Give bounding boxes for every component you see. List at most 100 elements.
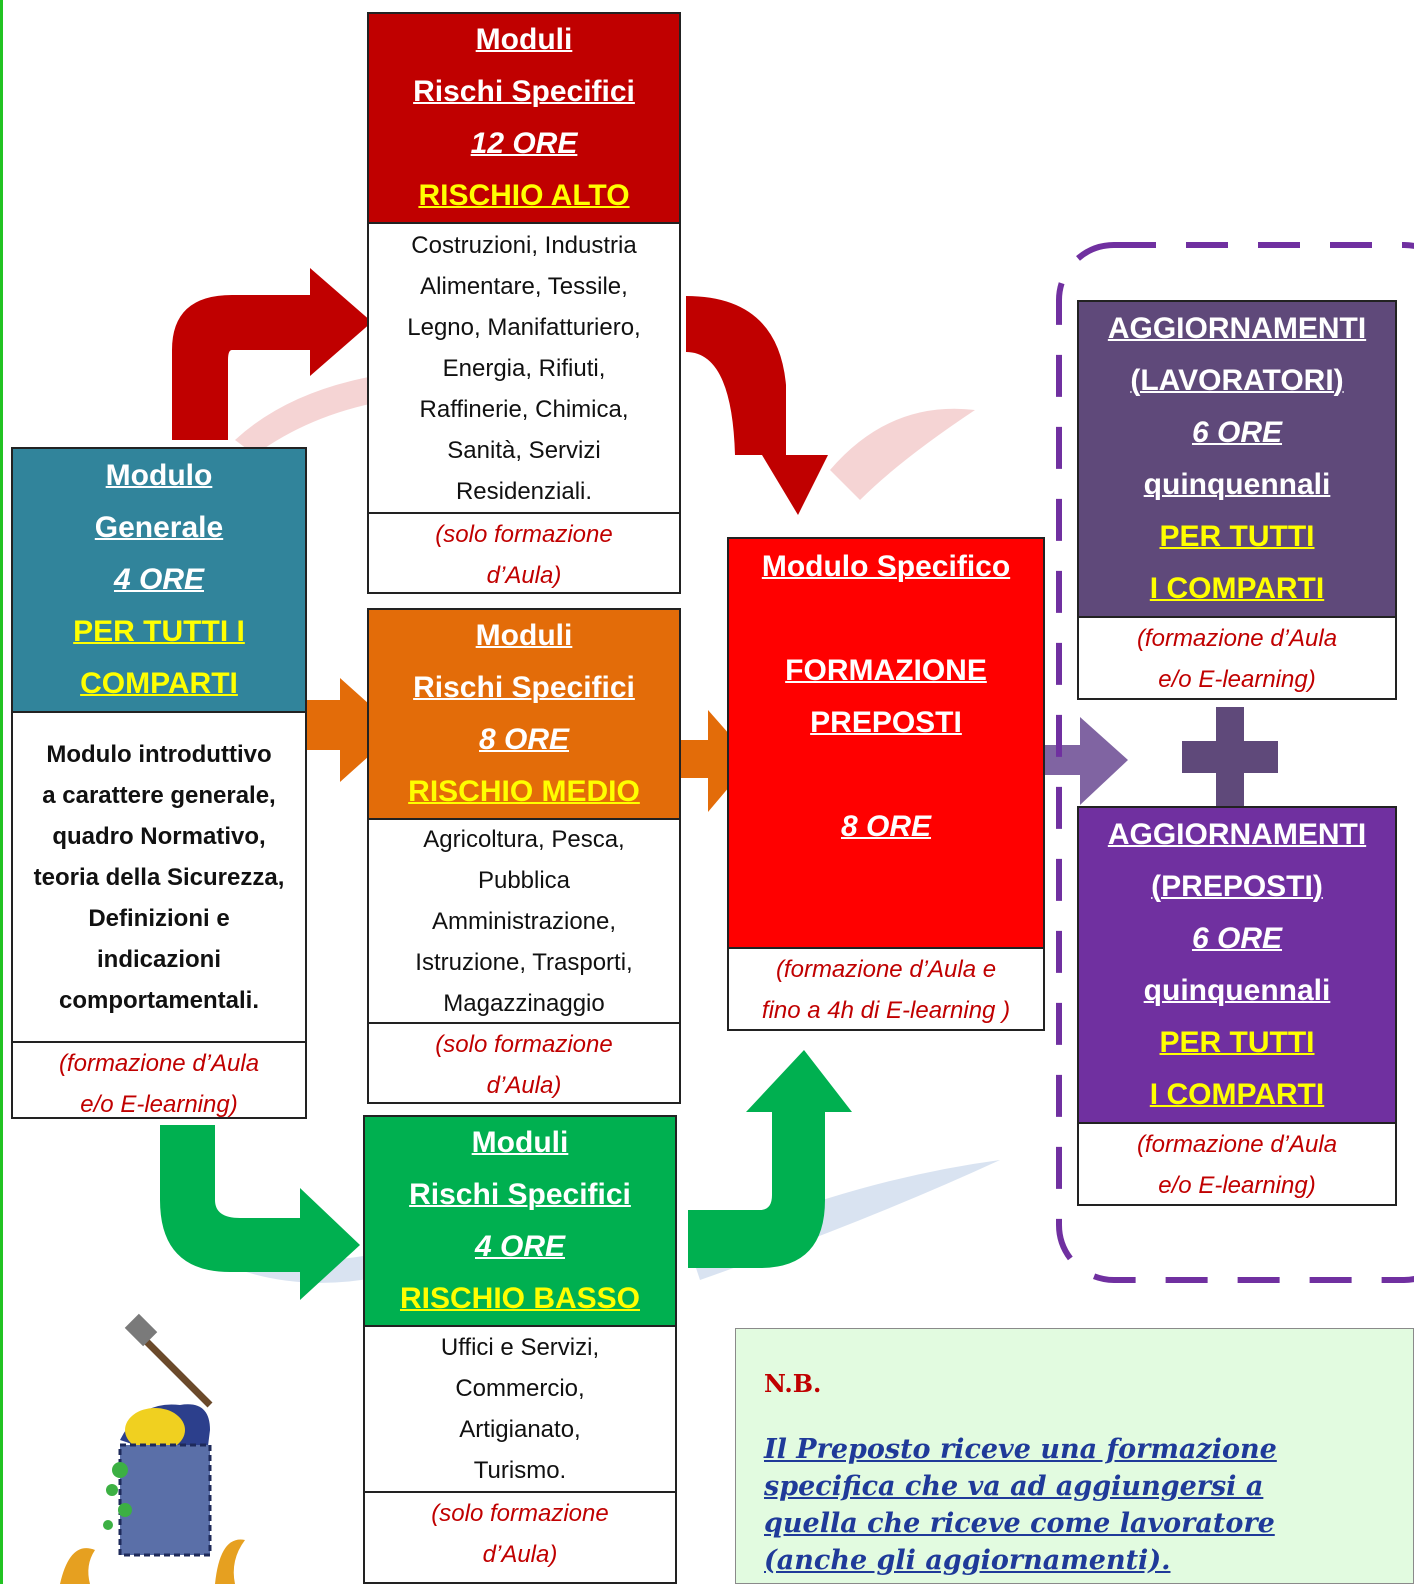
updates-workers-sub: (LAVORATORI) xyxy=(1130,364,1344,397)
medium-desc-line: Agricoltura, Pesca, xyxy=(423,825,625,853)
updates-workers-scope-1: PER TUTTI xyxy=(1159,520,1315,553)
high-desc-line: Alimentare, Tessile, xyxy=(420,272,628,300)
medium-title-1: Moduli xyxy=(475,619,573,652)
general-title-1: Modulo xyxy=(105,459,213,492)
updates-preposti-scope-2: I COMPARTI xyxy=(1149,1078,1325,1111)
general-desc-line: indicazioni xyxy=(96,945,221,973)
updates-dashed-frame xyxy=(1056,242,1414,1283)
updates-preposti-box: AGGIORNAMENTI (PREPOSTI) 6 ORE quinquenn… xyxy=(1077,806,1397,1206)
low-hours: 4 ORE xyxy=(474,1230,566,1263)
low-level: RISCHIO BASSO xyxy=(399,1282,641,1315)
nb-text: Il Preposto riceve una formazione specif… xyxy=(764,1434,1277,1576)
general-note-line: e/o E-learning) xyxy=(80,1091,238,1118)
general-desc-line: quadro Normativo, xyxy=(52,822,266,850)
general-description: Modulo introduttivo a carattere generale… xyxy=(13,711,305,1041)
updates-workers-scope-2: I COMPARTI xyxy=(1149,572,1325,605)
high-risk-description: Costruzioni, Industria Alimentare, Tessi… xyxy=(369,222,679,512)
low-risk-description: Uffici e Servizi, Commercio, Artigianato… xyxy=(365,1325,675,1491)
medium-note-line: (solo formazione xyxy=(435,1031,613,1058)
page-left-rule xyxy=(0,0,3,1584)
high-desc-line: Costruzioni, Industria xyxy=(411,231,637,259)
medium-level: RISCHIO MEDIO xyxy=(408,775,640,808)
preposti-note-line: fino a 4h di E-learning ) xyxy=(761,997,1011,1024)
general-hours: 4 ORE xyxy=(113,563,205,596)
updates-preposti-note-line: e/o E-learning) xyxy=(1158,1172,1316,1199)
general-note-line: (formazione d’Aula xyxy=(58,1050,260,1077)
arrow-low-to-preposti xyxy=(688,1050,852,1268)
general-desc-line: a carattere generale, xyxy=(42,781,276,809)
medium-risk-description: Agricoltura, Pesca, Pubblica Amministraz… xyxy=(369,818,679,1022)
high-desc-line: Sanità, Servizi xyxy=(447,436,601,464)
medium-note-line: d’Aula) xyxy=(486,1072,562,1099)
low-risk-module-box: Moduli Rischi Specifici 4 ORE RISCHIO BA… xyxy=(363,1115,677,1584)
nb-title: N.B. xyxy=(764,1369,822,1398)
general-desc-line: Modulo introduttivo xyxy=(46,740,272,768)
arrow-to-low-risk xyxy=(160,1125,360,1300)
low-risk-note: (solo formazione d’Aula) xyxy=(365,1491,675,1575)
high-note-line: d’Aula) xyxy=(486,562,562,589)
nb-note-box: N.B. Il Preposto riceve una formazione s… xyxy=(735,1328,1414,1584)
medium-risk-module-box: Moduli Rischi Specifici 8 ORE RISCHIO ME… xyxy=(367,608,681,1104)
preposti-hours: 8 ORE xyxy=(840,810,932,843)
low-risk-header: Moduli Rischi Specifici 4 ORE RISCHIO BA… xyxy=(365,1117,675,1325)
preposti-note-line: (formazione d’Aula e xyxy=(775,956,997,983)
low-desc-line: Turismo. xyxy=(473,1457,567,1484)
preposti-spacer xyxy=(729,593,1043,645)
medium-hours: 8 ORE xyxy=(478,723,570,756)
medium-desc-line: Magazzinaggio xyxy=(443,989,605,1017)
high-desc-line: Legno, Manifatturiero, xyxy=(407,313,641,341)
high-risk-module-box: Moduli Rischi Specifici 12 ORE RISCHIO A… xyxy=(367,12,681,594)
arrow-to-high-risk xyxy=(172,268,372,440)
medium-risk-note: (solo formazione d’Aula) xyxy=(369,1022,679,1106)
general-module-header: Modulo Generale 4 ORE PER TUTTI I COMPAR… xyxy=(13,449,305,711)
updates-workers-note-line: (formazione d’Aula xyxy=(1136,625,1338,652)
updates-workers-title: AGGIORNAMENTI xyxy=(1107,312,1367,345)
updates-workers-note: (formazione d’Aula e/o E-learning) xyxy=(1079,616,1395,700)
high-hours: 12 ORE xyxy=(470,127,578,160)
updates-workers-hours: 6 ORE xyxy=(1191,416,1283,449)
arrow-to-medium-risk xyxy=(283,678,398,782)
preposti-note: (formazione d’Aula e fino a 4h di E-lear… xyxy=(729,947,1043,1031)
arrow-high-to-preposti xyxy=(686,296,828,515)
preposti-header: Modulo Specifico FORMAZIONE PREPOSTI 8 O… xyxy=(729,539,1043,947)
preposti-spacer xyxy=(729,749,1043,801)
medium-desc-line: Istruzione, Trasporti, xyxy=(415,948,633,976)
updates-preposti-hours: 6 ORE xyxy=(1191,922,1283,955)
general-desc-line: comportamentali. xyxy=(58,986,260,1014)
low-title-1: Moduli xyxy=(471,1126,569,1159)
low-title-2: Rischi Specifici xyxy=(409,1178,631,1211)
general-title-2: Generale xyxy=(94,511,224,544)
medium-desc-line: Amministrazione, xyxy=(431,907,617,935)
preposti-sub-1: FORMAZIONE xyxy=(785,654,987,687)
high-risk-header: Moduli Rischi Specifici 12 ORE RISCHIO A… xyxy=(369,14,679,222)
updates-workers-freq: quinquennali xyxy=(1143,468,1331,501)
preposti-sub-2: PREPOSTI xyxy=(810,706,962,739)
low-desc-line: Commercio, xyxy=(455,1375,585,1402)
high-desc-line: Energia, Rifiuti, xyxy=(442,354,606,382)
updates-workers-header: AGGIORNAMENTI (LAVORATORI) 6 ORE quinque… xyxy=(1079,302,1395,616)
high-note-line: (solo formazione xyxy=(435,521,613,548)
preposti-module-box: Modulo Specifico FORMAZIONE PREPOSTI 8 O… xyxy=(727,537,1045,1031)
updates-preposti-freq: quinquennali xyxy=(1143,974,1331,1007)
arrow-to-updates xyxy=(1024,717,1128,805)
general-module-box: Modulo Generale 4 ORE PER TUTTI I COMPAR… xyxy=(11,447,307,1119)
low-note-line: (solo formazione xyxy=(431,1500,609,1527)
updates-preposti-header: AGGIORNAMENTI (PREPOSTI) 6 ORE quinquenn… xyxy=(1079,808,1395,1122)
medium-desc-line: Pubblica xyxy=(477,866,571,894)
updates-workers-note-line: e/o E-learning) xyxy=(1158,666,1316,693)
swoosh-right xyxy=(830,408,975,500)
updates-preposti-sub: (PREPOSTI) xyxy=(1151,870,1323,903)
high-desc-line: Residenziali. xyxy=(455,477,593,505)
general-scope-2: COMPARTI xyxy=(80,667,238,700)
preposti-title: Modulo Specifico xyxy=(761,550,1011,583)
high-title-2: Rischi Specifici xyxy=(413,75,635,108)
high-title-1: Moduli xyxy=(475,23,573,56)
general-desc-line: Definizioni e xyxy=(88,904,230,932)
high-desc-line: Raffinerie, Chimica, xyxy=(419,395,629,423)
updates-preposti-note-line: (formazione d’Aula xyxy=(1136,1131,1338,1158)
low-note-line: d’Aula) xyxy=(482,1541,558,1568)
high-level: RISCHIO ALTO xyxy=(418,179,630,212)
medium-title-2: Rischi Specifici xyxy=(413,671,635,704)
updates-preposti-scope-1: PER TUTTI xyxy=(1159,1026,1315,1059)
updates-preposti-title: AGGIORNAMENTI xyxy=(1107,818,1367,851)
